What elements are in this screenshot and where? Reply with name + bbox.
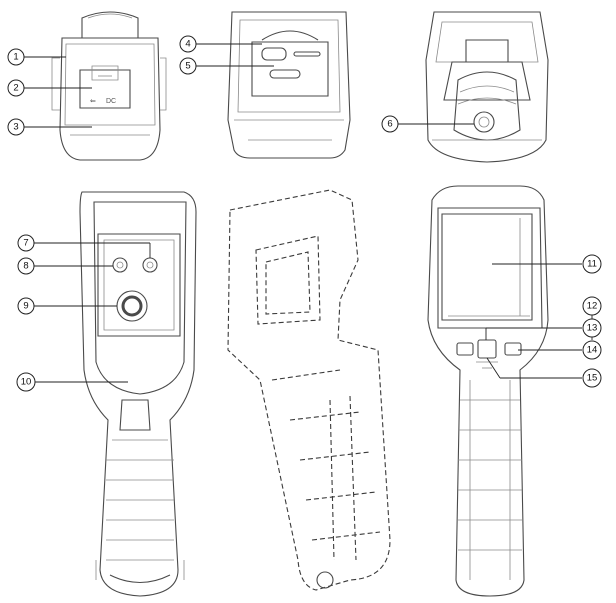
side-view <box>227 189 391 591</box>
callout-12: 12 <box>582 296 602 316</box>
callout-10: 10 <box>16 372 36 392</box>
back-view <box>427 185 549 597</box>
callout-3: 3 <box>7 118 25 136</box>
center-button <box>477 339 497 359</box>
svg-text:10: 10 <box>21 377 32 388</box>
top-view-tripod <box>425 11 549 163</box>
usb-c-port <box>261 47 287 61</box>
callout-9: 9 <box>17 297 35 315</box>
left-button <box>456 342 474 356</box>
svg-text:15: 15 <box>587 373 598 384</box>
svg-text:2: 2 <box>13 83 18 94</box>
svg-text:12: 12 <box>587 301 598 312</box>
top-view-ports-open <box>227 11 351 159</box>
svg-text:3: 3 <box>13 122 18 133</box>
svg-text:14: 14 <box>587 345 598 356</box>
svg-text:5: 5 <box>185 61 190 72</box>
usb-mark: ⇐ <box>90 98 96 105</box>
tripod-mount <box>473 111 495 133</box>
callout-8: 8 <box>17 257 35 275</box>
display-screen <box>441 213 533 321</box>
callout-6: 6 <box>381 115 399 133</box>
top-view-port-cover: ⇐ DC <box>51 11 167 161</box>
led-light <box>112 257 128 273</box>
svg-text:6: 6 <box>387 119 392 130</box>
svg-text:8: 8 <box>23 261 28 272</box>
trigger <box>119 399 151 431</box>
svg-text:7: 7 <box>23 238 28 249</box>
svg-text:11: 11 <box>587 259 597 270</box>
svg-text:13: 13 <box>587 323 598 334</box>
svg-text:9: 9 <box>23 301 28 312</box>
svg-text:1: 1 <box>13 52 18 63</box>
dc-mark: DC <box>106 98 116 105</box>
callout-15: 15 <box>582 368 602 388</box>
front-view <box>79 191 197 597</box>
callout-14: 14 <box>582 340 602 360</box>
callout-2: 2 <box>7 79 25 97</box>
leader-lines <box>24 43 593 383</box>
callout-13: 13 <box>582 318 602 338</box>
right-button <box>504 342 522 356</box>
callout-11: 11 <box>582 254 602 274</box>
svg-text:4: 4 <box>185 39 190 50</box>
laser-sensor <box>142 257 158 273</box>
callout-1: 1 <box>7 48 25 66</box>
callout-5: 5 <box>179 57 197 75</box>
slot-port <box>293 51 321 57</box>
callout-4: 4 <box>179 35 197 53</box>
type-c-port <box>269 69 301 79</box>
callout-7: 7 <box>17 234 35 252</box>
